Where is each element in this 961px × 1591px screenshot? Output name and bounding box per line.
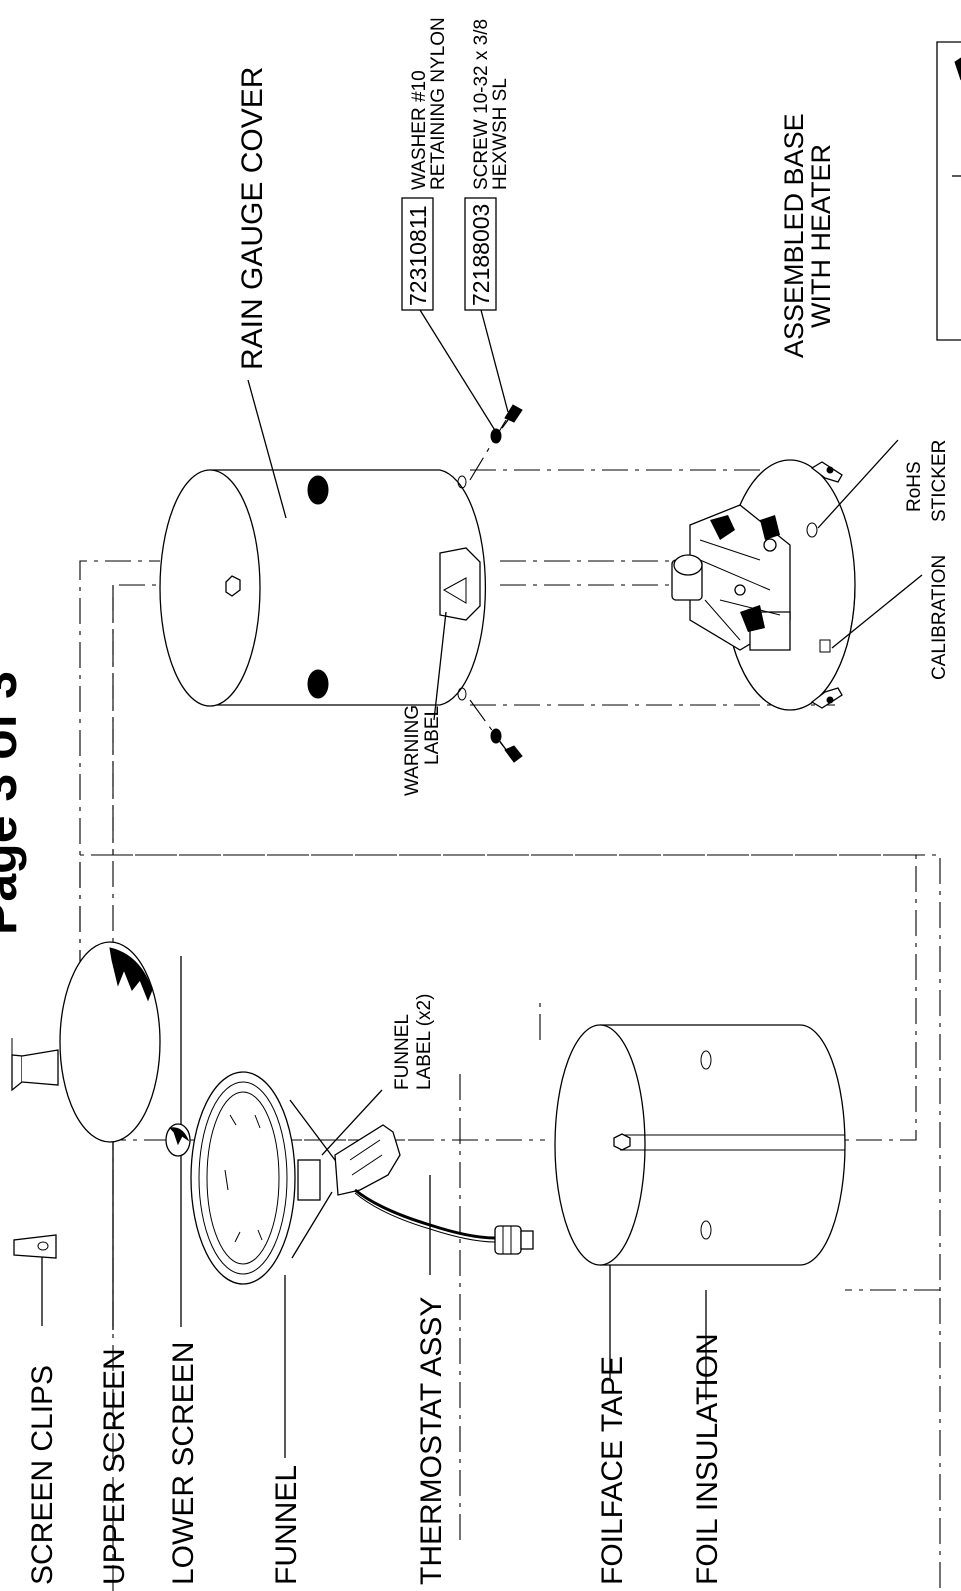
washer-desc-line2: RETAINING NYLON	[428, 17, 449, 190]
funnel	[190, 1071, 401, 1285]
label-foilface-tape: FOILFACE TAPE	[596, 1356, 629, 1585]
part-number-washer: 72310811	[405, 205, 431, 306]
part-number-screw: 72188003	[468, 204, 494, 306]
title-block-edge	[936, 41, 961, 341]
thermostat-assembly	[354, 1188, 534, 1255]
screen-clip-upper	[11, 1038, 59, 1092]
label-rohs-line2: STICKER	[929, 440, 950, 522]
rain-gauge-cover	[159, 469, 487, 707]
screen-clip-lower	[13, 1234, 57, 1259]
lower-screen	[165, 1123, 191, 1157]
label-screen-clips: SCREEN CLIPS	[26, 1365, 59, 1585]
funnel-label-callout: FUNNEL LABEL (x2)	[321, 994, 435, 1156]
part-number-box-washer	[401, 197, 434, 311]
screw-desc-line1: SCREW 10-32 x 3/8	[471, 19, 492, 190]
label-assembled-base-line1: ASSEMBLED BASE	[779, 113, 809, 358]
rain-gauge-cover-callout: RAIN GAUGE COVER	[236, 67, 287, 519]
part-number-box-screw	[464, 197, 497, 311]
assembled-base	[671, 459, 856, 711]
heater-assembly	[671, 504, 791, 651]
label-upper-screen: UPPER SCREEN	[98, 1348, 131, 1585]
left-part-labels: SCREEN CLIPS UPPER SCREEN LOWER SCREEN F…	[26, 956, 724, 1585]
label-rohs-line1: RoHS	[904, 461, 925, 512]
hardware-callouts: 72310811 72188003 WASHER #10 RETAINING N…	[401, 17, 511, 433]
label-warning-line2: LABEL	[422, 706, 443, 765]
base-callouts: CALIBRATION RoHS STICKER	[817, 439, 950, 680]
label-thermostat-assy: THERMOSTAT ASSY	[415, 1297, 448, 1585]
page-title: Page 3 of 3	[0, 671, 27, 935]
label-warning-line1: WARNING	[402, 705, 423, 796]
washer-desc-line1: WASHER #10	[409, 70, 430, 190]
assembly-centerlines	[79, 469, 941, 1591]
upper-screen	[59, 941, 161, 1143]
fastener-washer-and-screw-top	[469, 404, 523, 481]
screw-desc-line2: HEXWSH SL	[490, 78, 511, 190]
label-lower-screen: LOWER SCREEN	[167, 1342, 200, 1585]
foil-insulation-cylinder	[554, 1024, 846, 1266]
label-rain-gauge-cover: RAIN GAUGE COVER	[236, 67, 269, 370]
assembled-base-title: ASSEMBLED BASE WITH HEATER	[779, 113, 836, 358]
label-funnel: FUNNEL	[270, 1465, 303, 1585]
fastener-washer-and-screw-bottom	[469, 699, 523, 763]
label-assembled-base-line2: WITH HEATER	[806, 144, 836, 328]
label-funnel-label-line2: LABEL (x2)	[414, 994, 435, 1090]
warning-label-callout: WARNING LABEL	[402, 611, 447, 796]
label-funnel-label-line1: FUNNEL	[392, 1014, 413, 1090]
label-calibration: CALIBRATION	[929, 555, 950, 680]
label-foil-insulation: FOIL INSULATION	[691, 1333, 724, 1585]
